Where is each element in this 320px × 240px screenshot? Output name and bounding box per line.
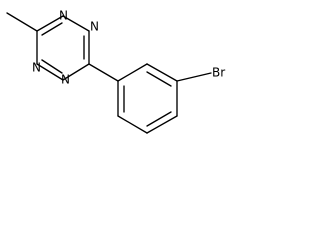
- bond-tetrazine-double-3: [41, 59, 63, 74]
- bond-phenyl-2: [146, 63, 178, 82]
- bond-tetrazine-c3-n1: [36, 15, 64, 32]
- bond-phenyl-double-1: [146, 71, 172, 87]
- bond-lines: [6, 12, 212, 134]
- bond-tetrazine-c6-n3: [62, 63, 90, 81]
- atom-label-n2: N: [90, 20, 99, 34]
- atom-label-n4: N: [61, 73, 70, 87]
- bond-phenyl-5: [117, 115, 148, 134]
- bond-tetrazine-n3-n4: [36, 63, 64, 81]
- bond-tetrazine-double-1: [41, 22, 63, 36]
- bond-phenyl-double-2: [146, 111, 172, 127]
- bond-methyl: [6, 12, 38, 32]
- bond-phenyl-4: [146, 115, 178, 134]
- atom-label-n3: N: [32, 61, 41, 75]
- bond-phenyl-1: [117, 63, 148, 82]
- bond-aryl-link: [88, 63, 119, 82]
- atom-label-br: Br: [212, 66, 225, 80]
- bond-c-br: [176, 72, 212, 82]
- bond-tetrazine-n1-n2: [62, 15, 90, 32]
- chemical-structure-diagram: N N N N Br: [6, 9, 225, 134]
- atom-label-n1: N: [59, 9, 68, 23]
